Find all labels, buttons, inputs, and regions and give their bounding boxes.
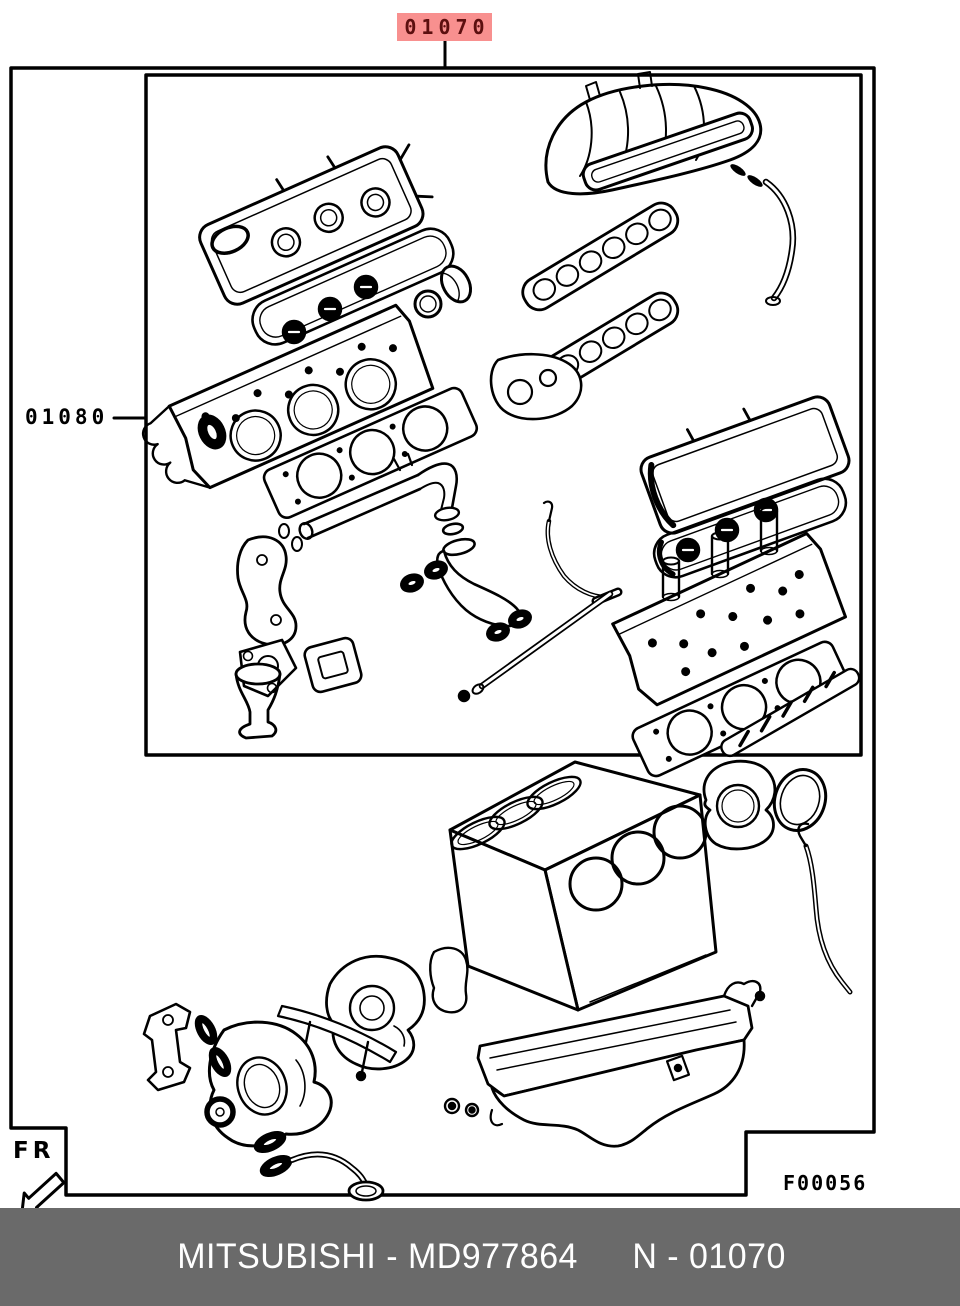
spark-plug-seals-left	[281, 274, 379, 345]
water-pipe-gaskets	[400, 560, 532, 642]
valve-cover-right	[639, 395, 851, 535]
water-return-pipe	[457, 500, 623, 703]
intake-manifold	[544, 71, 763, 196]
oil-pan	[476, 980, 762, 1148]
group-code-callout[interactable]: 01070	[397, 13, 492, 41]
exhaust-gasket-strip	[720, 667, 861, 758]
throttle-body-gasket	[489, 352, 583, 421]
footer-reference-number: N - 01070	[632, 1237, 787, 1276]
footer-bar: MITSUBISHI - MD977864 N - 01070	[0, 1208, 960, 1306]
rear-plate-and-seal	[702, 759, 828, 851]
figure-code-label: F00056	[783, 1171, 868, 1195]
head-gasket-left	[262, 386, 479, 520]
valve-cover-gasket-left	[251, 227, 455, 346]
subgroup-code-callout[interactable]: 01080	[25, 405, 109, 429]
front-marker-label: FR	[13, 1138, 55, 1164]
cylinder-head-left	[141, 303, 435, 490]
water-inlet-funnel	[234, 662, 282, 740]
egr-gasket-b	[303, 636, 363, 694]
water-pipe-assembly	[278, 452, 532, 642]
intake-gasket-upper	[521, 201, 680, 312]
oil-strainer	[253, 1130, 385, 1202]
footer-part-number: MITSUBISHI - MD977864	[177, 1237, 579, 1276]
small-plugs	[443, 1097, 480, 1118]
crank-seal	[204, 1096, 236, 1128]
timing-cover	[207, 1020, 333, 1148]
head-studs-right	[661, 506, 779, 602]
oring-and-cap	[413, 264, 473, 319]
front-arrow-icon	[20, 1171, 66, 1215]
engine-block	[448, 760, 718, 1012]
breather-hose	[730, 164, 797, 306]
front-bracket	[142, 1002, 192, 1092]
water-pump-gasket	[429, 946, 469, 1014]
cylinder-head-right	[611, 532, 848, 707]
bracket-gaskets	[194, 1014, 232, 1078]
cam-seal-left	[197, 414, 227, 450]
valve-cover-left	[198, 143, 434, 306]
heat-shield-bracket	[236, 535, 298, 647]
oil-dipstick	[754, 822, 853, 1002]
